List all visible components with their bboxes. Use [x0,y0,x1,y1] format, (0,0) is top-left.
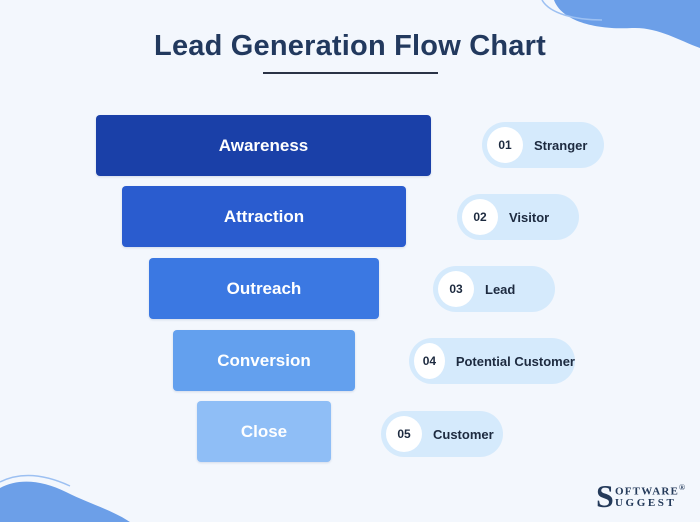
step-pill-lead: 03 Lead [433,266,555,312]
step-number: 01 [487,127,523,163]
corner-wave-decoration [0,474,130,522]
step-label: Potential Customer [455,353,575,369]
step-pill-visitor: 02 Visitor [457,194,579,240]
softwaresuggest-logo: S OFTWARE® UGGEST [596,480,692,516]
logo-line-1: OFTWARE [615,485,680,498]
logo-registered-mark: ® [679,483,686,492]
page-title: Lead Generation Flow Chart [154,30,546,62]
logo-line-2: UGGEST [615,497,677,509]
step-label: Lead [485,281,516,297]
step-label: Visitor [509,209,550,225]
step-number: 04 [414,343,445,379]
step-label: Stranger [534,137,588,153]
step-number: 03 [438,271,474,307]
step-pill-stranger: 01 Stranger [482,122,604,168]
funnel-stage-close: Close [197,401,331,462]
funnel-stage-attraction: Attraction [122,186,406,247]
corner-wave-decoration [541,0,700,48]
step-label: Customer [433,426,494,442]
logo-initial: S [596,478,614,514]
funnel-stage-conversion: Conversion [173,330,355,391]
step-number: 02 [462,199,498,235]
step-number: 05 [386,416,422,452]
step-pill-potential-customer: 04 Potential Customer [409,338,575,384]
funnel-stage-outreach: Outreach [149,258,379,319]
step-pill-customer: 05 Customer [381,411,503,457]
title-underline [263,72,438,74]
funnel-stage-awareness: Awareness [96,115,431,176]
